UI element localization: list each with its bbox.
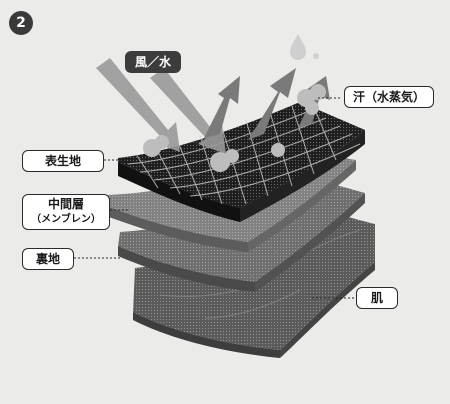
label-sweat-vapor-text: 汗（水蒸気）	[352, 89, 425, 104]
water-drop-icon	[290, 34, 319, 60]
label-middle-layer-line1: 中間層	[47, 197, 84, 211]
label-middle-layer-line2: （メンブレン）	[31, 214, 101, 225]
label-sweat-vapor: 汗（水蒸気）	[344, 86, 434, 108]
label-lining-text: 裏地	[35, 251, 60, 266]
label-skin: 肌	[356, 287, 398, 309]
label-lining: 裏地	[22, 248, 74, 270]
outer-fabric-layer	[118, 102, 365, 222]
label-wind-water-text: 風／水	[134, 54, 171, 69]
label-skin-text: 肌	[370, 290, 383, 305]
leader-lines	[74, 97, 356, 299]
label-outer-fabric: 表生地	[22, 150, 104, 172]
label-middle-layer: 中間層 （メンブレン）	[22, 194, 110, 230]
vapor-puffs	[143, 84, 326, 172]
label-wind-water: 風／水	[125, 51, 181, 73]
figure-number-badge: 2	[9, 11, 33, 35]
label-outer-fabric-text: 表生地	[44, 153, 81, 168]
